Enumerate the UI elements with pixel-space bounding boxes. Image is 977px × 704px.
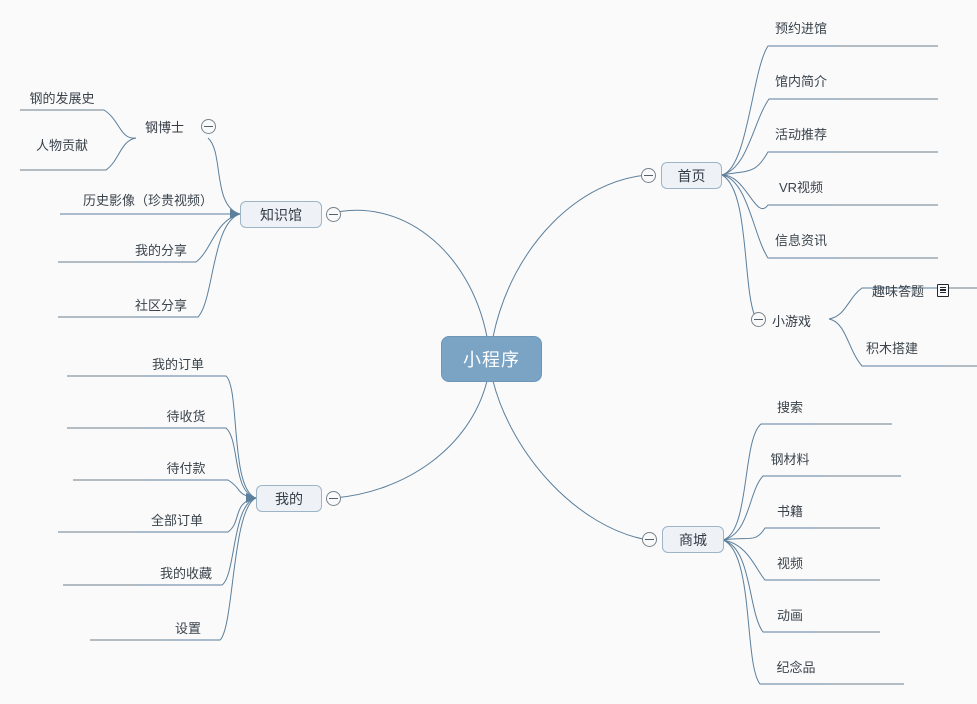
edge-shangcheng-child-2: [722, 527, 815, 541]
root-node[interactable]: 小程序: [441, 336, 542, 382]
leaf-label-gangcailiao[interactable]: 钢材料: [770, 452, 810, 467]
leaf-label-huodongtuijian[interactable]: 活动推荐: [774, 127, 828, 142]
leaf-label-daishouhuo[interactable]: 待收货: [166, 409, 206, 424]
collapse-toggle-gangboshi[interactable]: [201, 119, 216, 134]
text-node-gangboshi[interactable]: 钢博士: [145, 117, 184, 136]
branch-node-shouye[interactable]: 首页: [661, 162, 722, 189]
edge-wode-child-0: [142, 375, 257, 499]
leaf-label-quweidati[interactable]: 趣味答题: [871, 284, 925, 299]
collapse-toggle-shangcheng[interactable]: [642, 532, 657, 547]
collapse-toggle-wode[interactable]: [326, 491, 341, 506]
edge-root-shangcheng: [492, 380, 649, 541]
leaf-label-shequfenxiang[interactable]: 社区分享: [134, 298, 188, 313]
leaf-label-jinianpin[interactable]: 纪念品: [776, 660, 816, 675]
leaf-label-jimudajian[interactable]: 积木搭建: [865, 341, 919, 356]
branch-node-zhishiguan-label: 知识馆: [260, 206, 302, 223]
leaf-label-lishiyingxiang[interactable]: 历史影像（珍贵视频）: [82, 193, 214, 208]
leaf-label-quanbudingdan[interactable]: 全部订单: [150, 513, 204, 528]
branch-node-shouye-label: 首页: [677, 167, 706, 184]
text-node-xiaoyouxi[interactable]: 小游戏: [772, 311, 811, 330]
edge-root-shouye: [492, 174, 649, 338]
leaf-label-shipin[interactable]: 视频: [776, 556, 804, 571]
arrowhead-zhishiguan: [230, 209, 240, 219]
branch-node-wode[interactable]: 我的: [256, 485, 322, 512]
edge-shangcheng-child-0: [722, 423, 815, 541]
edge-root-wode: [333, 380, 488, 499]
edge-gangboshi-child-0: [20, 109, 137, 139]
leaf-label-renwugongxian[interactable]: 人物贡献: [35, 138, 89, 153]
note-icon-quweidati[interactable]: [937, 284, 949, 297]
edge-shouye-child-5: [721, 174, 757, 320]
collapse-toggle-shouye[interactable]: [641, 168, 656, 183]
arrowhead-wode: [246, 493, 256, 503]
leaf-label-donghua[interactable]: 动画: [776, 608, 804, 623]
leaf-label-wodeshoucang[interactable]: 我的收藏: [159, 566, 213, 581]
edge-shangcheng-child-1: [722, 475, 826, 541]
root-node-label: 小程序: [463, 350, 520, 370]
branch-node-shangcheng[interactable]: 商城: [662, 526, 724, 553]
branch-node-wode-label: 我的: [275, 490, 303, 507]
leaf-label-shezhi[interactable]: 设置: [174, 621, 202, 636]
edge-wode-child-2: [148, 479, 257, 499]
leaf-label-wodedingdan[interactable]: 我的订单: [151, 357, 205, 372]
leaf-label-gangdefazhanshi[interactable]: 钢的发展史: [29, 91, 95, 106]
edge-shouye-child-0: [721, 45, 838, 176]
leaf-label-shuji[interactable]: 书籍: [776, 504, 804, 519]
leaf-label-guanneijianjie[interactable]: 馆内简介: [774, 74, 828, 89]
edge-root-zhishiguan: [327, 209, 488, 338]
edge-shouye-child-2: [721, 151, 839, 176]
collapse-toggle-zhishiguan[interactable]: [326, 207, 341, 222]
collapse-toggle-xiaoyouxi[interactable]: [751, 312, 766, 327]
leaf-label-yuyuejinguan[interactable]: 预约进馆: [774, 21, 828, 36]
leaf-label-xinxizixun[interactable]: 信息资讯: [774, 233, 828, 248]
branch-node-shangcheng-label: 商城: [679, 531, 707, 548]
text-node-xiaoyouxi-label: 小游戏: [772, 314, 812, 329]
leaf-label-wodefenxiang[interactable]: 我的分享: [134, 243, 188, 258]
leaf-label-daifukuan[interactable]: 待付款: [166, 461, 206, 476]
leaf-label-vrshipin[interactable]: VR视频: [778, 180, 824, 195]
branch-node-zhishiguan[interactable]: 知识馆: [240, 201, 322, 228]
leaf-label-sousuo[interactable]: 搜索: [776, 400, 804, 415]
text-node-gangboshi-label: 钢博士: [145, 120, 185, 135]
